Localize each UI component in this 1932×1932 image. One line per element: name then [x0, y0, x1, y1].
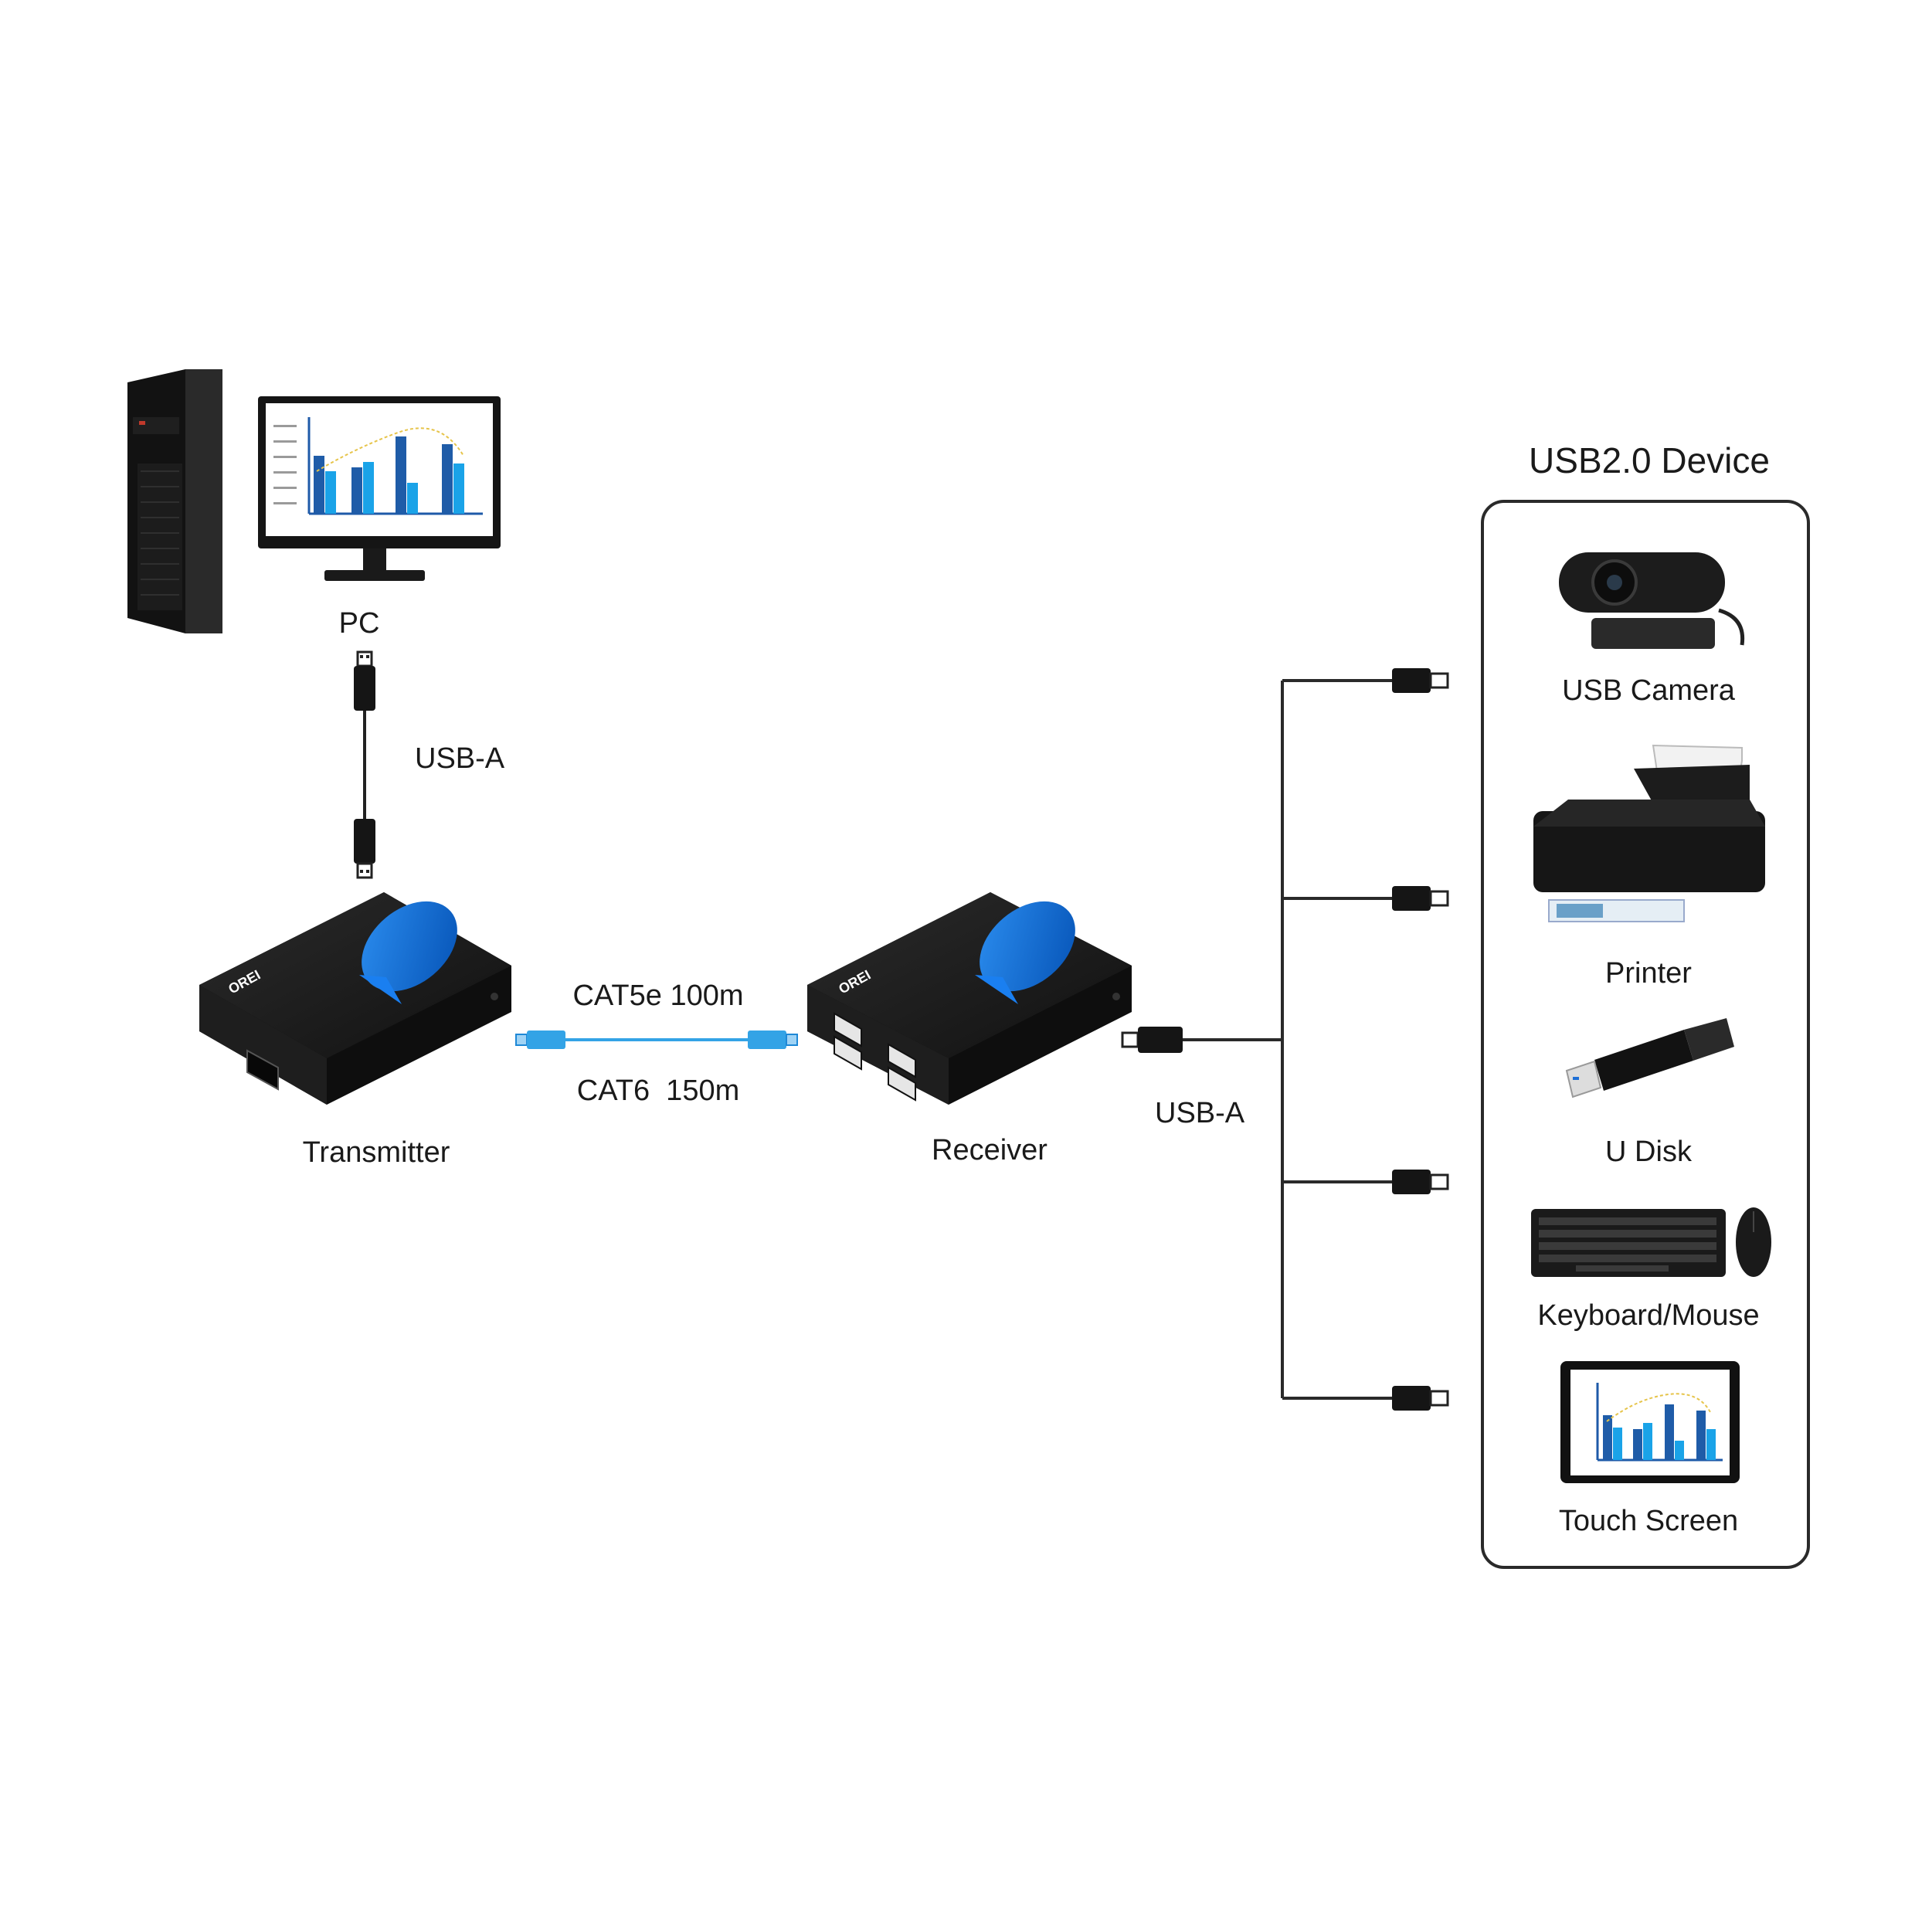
usb-flash-drive-icon [1565, 1018, 1734, 1098]
transmitter-device-icon: OREI [199, 892, 511, 1105]
cat5e-label: CAT5e 100m [572, 980, 744, 1012]
usb-plugs-devices [1392, 668, 1449, 1411]
printer-icon [1533, 744, 1765, 922]
monitor-icon [258, 396, 501, 581]
usb-camera-label: USB Camera [1562, 674, 1735, 707]
tablet-icon [1560, 1361, 1740, 1483]
printer-label: Printer [1605, 957, 1692, 990]
usb-a-cable-label: USB-A [415, 742, 505, 775]
usb-a-cable [354, 650, 375, 879]
ethernet-cable [515, 1031, 798, 1049]
pc-tower-icon [127, 369, 222, 633]
touch-screen-label: Touch Screen [1558, 1505, 1739, 1537]
usb-hub-ports [834, 1012, 916, 1102]
cat6-label: CAT6 150m [576, 1075, 740, 1107]
receiver-label: Receiver [932, 1134, 1047, 1166]
webcam-icon [1559, 552, 1745, 649]
usb-device-group-frame [1481, 500, 1810, 1569]
device-group-title: USB2.0 Device [1529, 440, 1770, 480]
usb-a-output-label: USB-A [1155, 1097, 1245, 1129]
monitor-chart-illustration [273, 417, 483, 515]
usb-a-distribution-tree [1182, 679, 1394, 1400]
keyboard-mouse-label: Keyboard/Mouse [1537, 1299, 1760, 1332]
u-disk-label: U Disk [1605, 1136, 1692, 1168]
keyboard-mouse-icon [1531, 1207, 1771, 1277]
transmitter-label: Transmitter [302, 1136, 450, 1169]
pc-label: PC [338, 607, 380, 640]
receiver-device-icon: OREI [807, 892, 1132, 1105]
usb-plug-receiver [1121, 1027, 1183, 1053]
